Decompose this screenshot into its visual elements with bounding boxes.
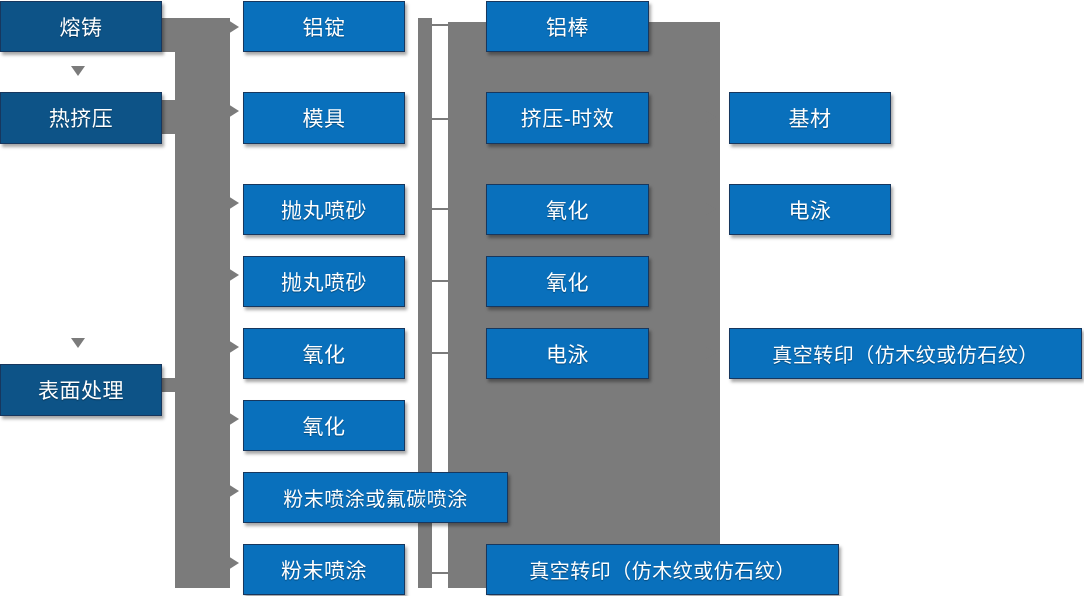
process-box-electrophoresis-1[interactable]: 电泳 — [486, 328, 649, 379]
process-label: 电泳 — [546, 343, 589, 367]
arrow-right-icon-c2-8 — [228, 556, 239, 570]
connector-band-middle-narrow — [418, 18, 432, 588]
arrow-right-icon-c2-6 — [228, 412, 239, 426]
process-label: 氧化 — [302, 415, 346, 439]
arrow-right-icon-c2-7 — [228, 484, 239, 498]
arrow-right-icon-c4-2 — [706, 203, 716, 215]
arrow-right-icon-c2-2 — [228, 104, 239, 118]
stage-box-hot-extrusion[interactable]: 热挤压 — [0, 92, 162, 144]
process-label: 挤压-时效 — [520, 108, 615, 131]
connector-band-left-bottom-stub — [160, 378, 180, 392]
process-box-aluminum-bar[interactable]: 铝棒 — [486, 1, 649, 52]
connector-tick-5 — [432, 352, 450, 354]
process-box-shot-blasting-1[interactable]: 抛丸喷砂 — [243, 184, 405, 235]
process-box-powder-coating[interactable]: 粉末喷涂 — [243, 544, 405, 595]
output-box-vacuum-transfer-printing-2[interactable]: 真空转印（仿木纹或仿石纹） — [729, 328, 1082, 379]
connector-tick-4 — [432, 280, 450, 282]
output-box-electrophoresis[interactable]: 电泳 — [729, 184, 891, 235]
process-label: 真空转印（仿木纹或仿石纹） — [529, 561, 796, 583]
connector-tick-2 — [432, 118, 450, 120]
output-box-substrate[interactable]: 基材 — [729, 92, 891, 144]
stage-label: 熔铸 — [59, 16, 103, 40]
connector-tick-3 — [432, 208, 450, 210]
connector-tick-1 — [432, 24, 450, 26]
process-box-oxidation-4[interactable]: 氧化 — [486, 256, 649, 307]
arrow-right-icon-c4-1 — [706, 111, 716, 123]
output-label: 真空转印（仿木纹或仿石纹） — [772, 345, 1039, 367]
process-box-powder-or-fluorocarbon-coating[interactable]: 粉末喷涂或氟碳喷涂 — [243, 472, 508, 523]
process-label: 氧化 — [546, 199, 589, 223]
process-label: 铝棒 — [546, 16, 589, 40]
process-box-aluminum-ingot[interactable]: 铝锭 — [243, 1, 405, 52]
stage-box-melting[interactable]: 熔铸 — [0, 1, 162, 52]
stage-label: 热挤压 — [48, 108, 114, 131]
process-box-shot-blasting-2[interactable]: 抛丸喷砂 — [243, 256, 405, 307]
arrow-down-icon-melting — [71, 66, 85, 76]
connector-band-left — [175, 18, 230, 588]
output-label: 电泳 — [788, 199, 832, 223]
process-box-vacuum-transfer-printing-1[interactable]: 真空转印（仿木纹或仿石纹） — [486, 544, 839, 595]
output-label: 基材 — [788, 108, 832, 131]
process-label: 铝锭 — [302, 16, 346, 40]
arrow-down-icon-extrusion — [71, 338, 85, 348]
process-box-oxidation-1[interactable]: 氧化 — [243, 328, 405, 379]
process-box-oxidation-3[interactable]: 氧化 — [486, 184, 649, 235]
process-box-mold[interactable]: 模具 — [243, 92, 405, 144]
arrow-right-icon-c4-3 — [706, 347, 716, 359]
process-box-oxidation-2[interactable]: 氧化 — [243, 400, 405, 451]
arrow-right-icon-c2-3 — [228, 196, 239, 210]
arrow-right-icon-c2-4 — [228, 268, 239, 282]
process-label: 粉末喷涂或氟碳喷涂 — [283, 489, 468, 511]
process-label: 抛丸喷砂 — [281, 199, 367, 223]
connector-tick-6 — [432, 572, 450, 574]
process-label: 粉末喷涂 — [281, 559, 367, 583]
stage-label: 表面处理 — [38, 380, 124, 403]
connector-band-left-top-stub — [160, 18, 180, 52]
process-box-extrusion-aging[interactable]: 挤压-时效 — [486, 92, 649, 144]
connector-surface-treatment — [162, 389, 184, 391]
arrow-right-icon-c2-1 — [228, 20, 239, 34]
arrow-right-icon-c2-5 — [228, 340, 239, 354]
process-label: 抛丸喷砂 — [281, 271, 367, 295]
process-label: 模具 — [302, 108, 346, 131]
connector-band-left-mid-stub — [160, 100, 180, 134]
process-label: 氧化 — [546, 271, 589, 295]
process-label: 氧化 — [302, 343, 346, 367]
stage-box-surface-treatment[interactable]: 表面处理 — [0, 364, 162, 416]
